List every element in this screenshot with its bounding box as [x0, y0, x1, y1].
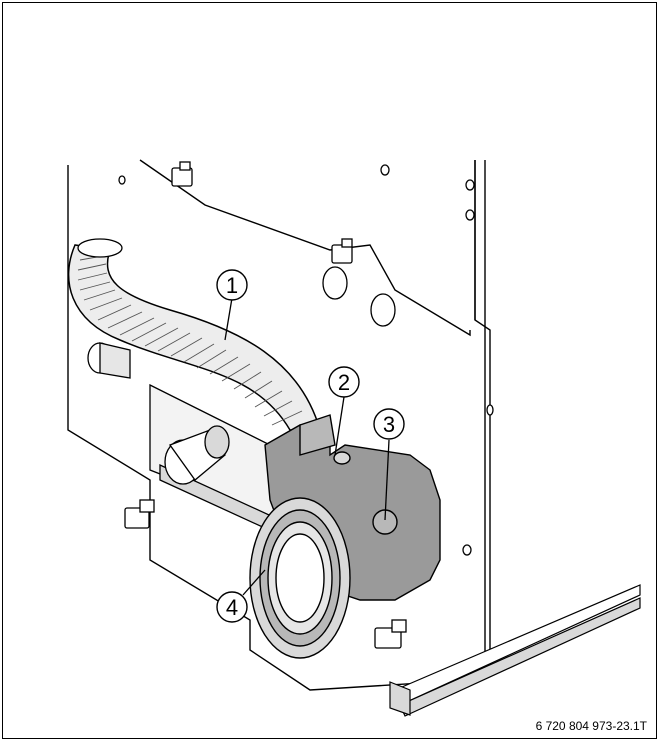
callout-1-label: 1	[226, 273, 238, 298]
callout-3-label: 3	[383, 412, 395, 437]
callout-4: 4	[216, 591, 248, 623]
callout-4-circle	[216, 591, 248, 623]
callout-lines	[224, 297, 390, 596]
callout-4-label: 4	[226, 595, 238, 620]
callout-1: 1	[216, 269, 248, 301]
callout-3: 3	[373, 408, 405, 440]
callout-1-circle	[216, 269, 248, 301]
pipe-stub-left	[87, 342, 131, 379]
callout-2-circle	[328, 366, 360, 398]
lower-cutout	[149, 383, 291, 537]
flue-adaptor	[249, 414, 441, 659]
callout-2: 2	[328, 366, 360, 398]
bolt-fittings	[124, 161, 407, 649]
callout-3-circle	[373, 408, 405, 440]
floor-rails	[389, 584, 641, 717]
figure-id-label: 6 720 804 973-23.1T	[535, 719, 647, 733]
panel-holes	[118, 164, 494, 556]
callout-2-label: 2	[338, 370, 350, 395]
